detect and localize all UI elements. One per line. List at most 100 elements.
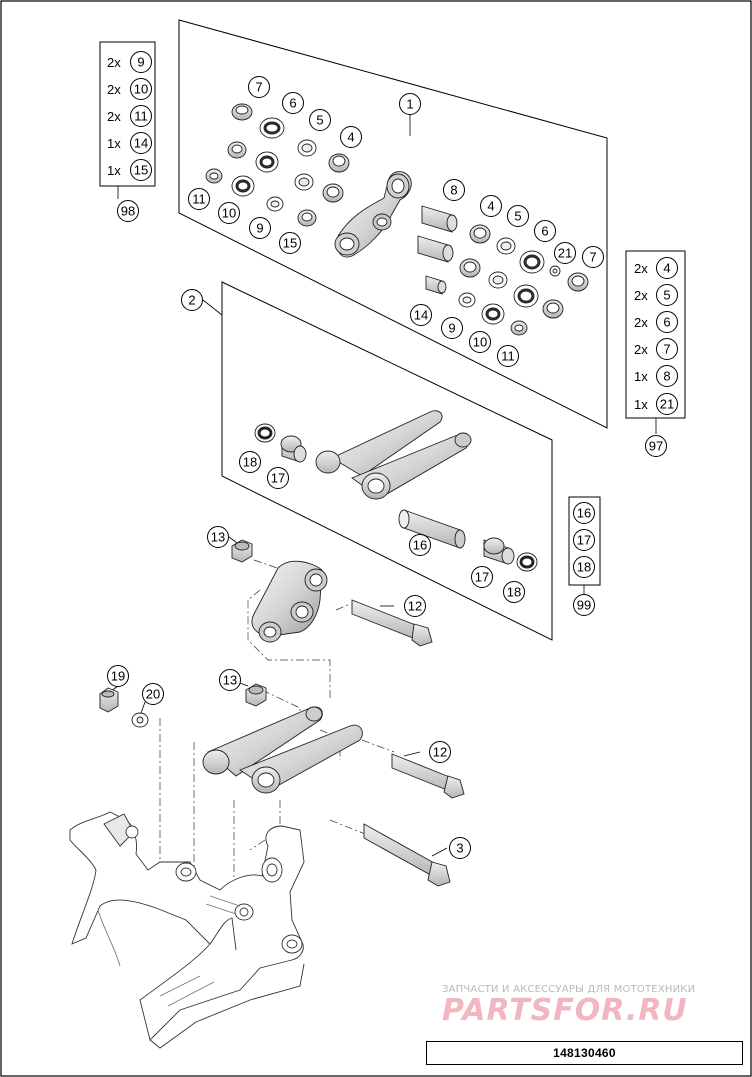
kit97-row-0: 2x 4 <box>634 257 678 279</box>
callout-k1-r: 11 <box>497 345 519 367</box>
sleeve-left-2 <box>227 141 247 159</box>
kit98-row-4: 1x 15 <box>107 159 152 181</box>
svg-text:1x: 1x <box>634 397 648 412</box>
svg-text:5: 5 <box>316 113 323 128</box>
svg-text:9: 9 <box>137 55 144 70</box>
seal-11-right <box>510 320 528 336</box>
bushing-17-right <box>483 537 515 565</box>
kit98-row-2: 2x 11 <box>107 105 152 127</box>
svg-text:2x: 2x <box>634 342 648 357</box>
svg-text:21: 21 <box>558 246 572 261</box>
svg-text:12: 12 <box>433 745 447 760</box>
svg-text:15: 15 <box>134 163 148 178</box>
svg-text:4: 4 <box>663 261 670 276</box>
svg-text:11: 11 <box>501 349 515 364</box>
callout-k1-l: 6 <box>534 220 556 242</box>
assembly-parts <box>69 539 465 1049</box>
bearing-right-2 <box>513 284 539 308</box>
callout-k2-b: 17 <box>267 467 289 489</box>
svg-text:7: 7 <box>255 80 262 95</box>
kit2-parts <box>254 410 538 572</box>
svg-text:21: 21 <box>660 397 674 412</box>
link-lever <box>334 171 412 258</box>
callout-k2-c: 16 <box>409 534 431 556</box>
svg-text:2x: 2x <box>107 82 121 97</box>
svg-text:17: 17 <box>577 533 591 548</box>
pin-16 <box>398 509 466 549</box>
svg-text:20: 20 <box>146 687 160 702</box>
callout-k1-q: 10 <box>469 331 491 353</box>
svg-text:18: 18 <box>507 585 521 600</box>
svg-text:1x: 1x <box>634 369 648 384</box>
bearing-6-right <box>519 250 545 274</box>
pin-8b <box>417 235 454 263</box>
svg-text:2: 2 <box>188 293 195 308</box>
watermark: ЗАПЧАСТИ И АКСЕССУАРЫ ДЛЯ МОТОТЕХНИКИ PA… <box>442 984 742 1028</box>
kit1-parts <box>205 103 589 336</box>
callout-k2-a: 18 <box>239 451 261 473</box>
bolt-3 <box>363 823 451 887</box>
callout-asm-b: 12 <box>404 595 426 617</box>
kit98-row-3: 1x 14 <box>107 132 152 154</box>
callout-k1-i: 8 <box>443 179 465 201</box>
callout-asm-e: 13 <box>219 669 241 691</box>
svg-text:10: 10 <box>134 82 148 97</box>
kit99-row-2: 18 <box>573 556 595 578</box>
svg-text:17: 17 <box>475 570 489 585</box>
svg-text:2x: 2x <box>634 315 648 330</box>
kit99-row-0: 16 <box>573 502 595 524</box>
svg-text:11: 11 <box>134 109 148 124</box>
bushing-17-left <box>280 435 307 463</box>
svg-text:7: 7 <box>663 342 670 357</box>
svg-text:4: 4 <box>347 130 354 145</box>
callout-asm-a: 13 <box>207 526 229 548</box>
kit99-row-1: 17 <box>573 529 595 551</box>
callout-k1-e: 11 <box>188 188 210 210</box>
seal-18-left <box>254 423 276 443</box>
pin-short <box>425 275 447 295</box>
bushing-left-2 <box>322 183 344 203</box>
kit98-row-0: 2x 9 <box>107 51 152 73</box>
watermark-caption: ЗАПЧАСТИ И АКСЕССУАРЫ ДЛЯ МОТОТЕХНИКИ <box>442 984 696 995</box>
seal-18-right <box>516 552 538 572</box>
washer-9-right <box>458 292 476 308</box>
seal-11-left <box>205 168 223 184</box>
callout-k1-k: 5 <box>507 205 529 227</box>
svg-text:6: 6 <box>289 96 296 111</box>
svg-text:12: 12 <box>408 599 422 614</box>
callout-asm-g: 3 <box>449 837 471 859</box>
svg-text:14: 14 <box>414 308 428 323</box>
washer-5-left <box>297 139 317 157</box>
svg-text:99: 99 <box>577 598 591 613</box>
bearing-left-2 <box>255 151 279 173</box>
svg-text:11: 11 <box>192 192 206 207</box>
kit97-row-3: 2x 7 <box>634 338 678 360</box>
svg-text:4: 4 <box>487 199 494 214</box>
callout-bubbles: 1 7 6 5 4 11 10 9 15 8 4 5 6 21 7 1 <box>107 76 604 859</box>
pin-8 <box>421 205 458 233</box>
callout-k1-g: 9 <box>249 217 271 239</box>
svg-text:14: 14 <box>134 136 148 151</box>
bolt-12-bottom <box>391 753 465 799</box>
svg-text:17: 17 <box>271 471 285 486</box>
washer-9-left <box>266 196 284 212</box>
sleeve-7-right <box>567 272 589 292</box>
svg-text:97: 97 <box>649 439 663 454</box>
svg-text:2x: 2x <box>107 109 121 124</box>
callout-k2-d: 17 <box>471 566 493 588</box>
callout-k1-n: 7 <box>582 246 604 268</box>
svg-text:19: 19 <box>111 669 125 684</box>
callout-kit2: 2 <box>181 289 203 311</box>
bearing-10-right <box>481 303 505 325</box>
bearing-6-left <box>259 117 285 139</box>
assembled-rods <box>202 706 363 794</box>
bearing-10-left <box>231 175 255 197</box>
kit98-row-1: 2x 10 <box>107 78 152 100</box>
svg-text:6: 6 <box>663 315 670 330</box>
kit97-row-4: 1x 8 <box>634 365 678 387</box>
callout-k1-f: 10 <box>218 202 240 224</box>
svg-text:16: 16 <box>577 506 591 521</box>
svg-text:2x: 2x <box>107 55 121 70</box>
